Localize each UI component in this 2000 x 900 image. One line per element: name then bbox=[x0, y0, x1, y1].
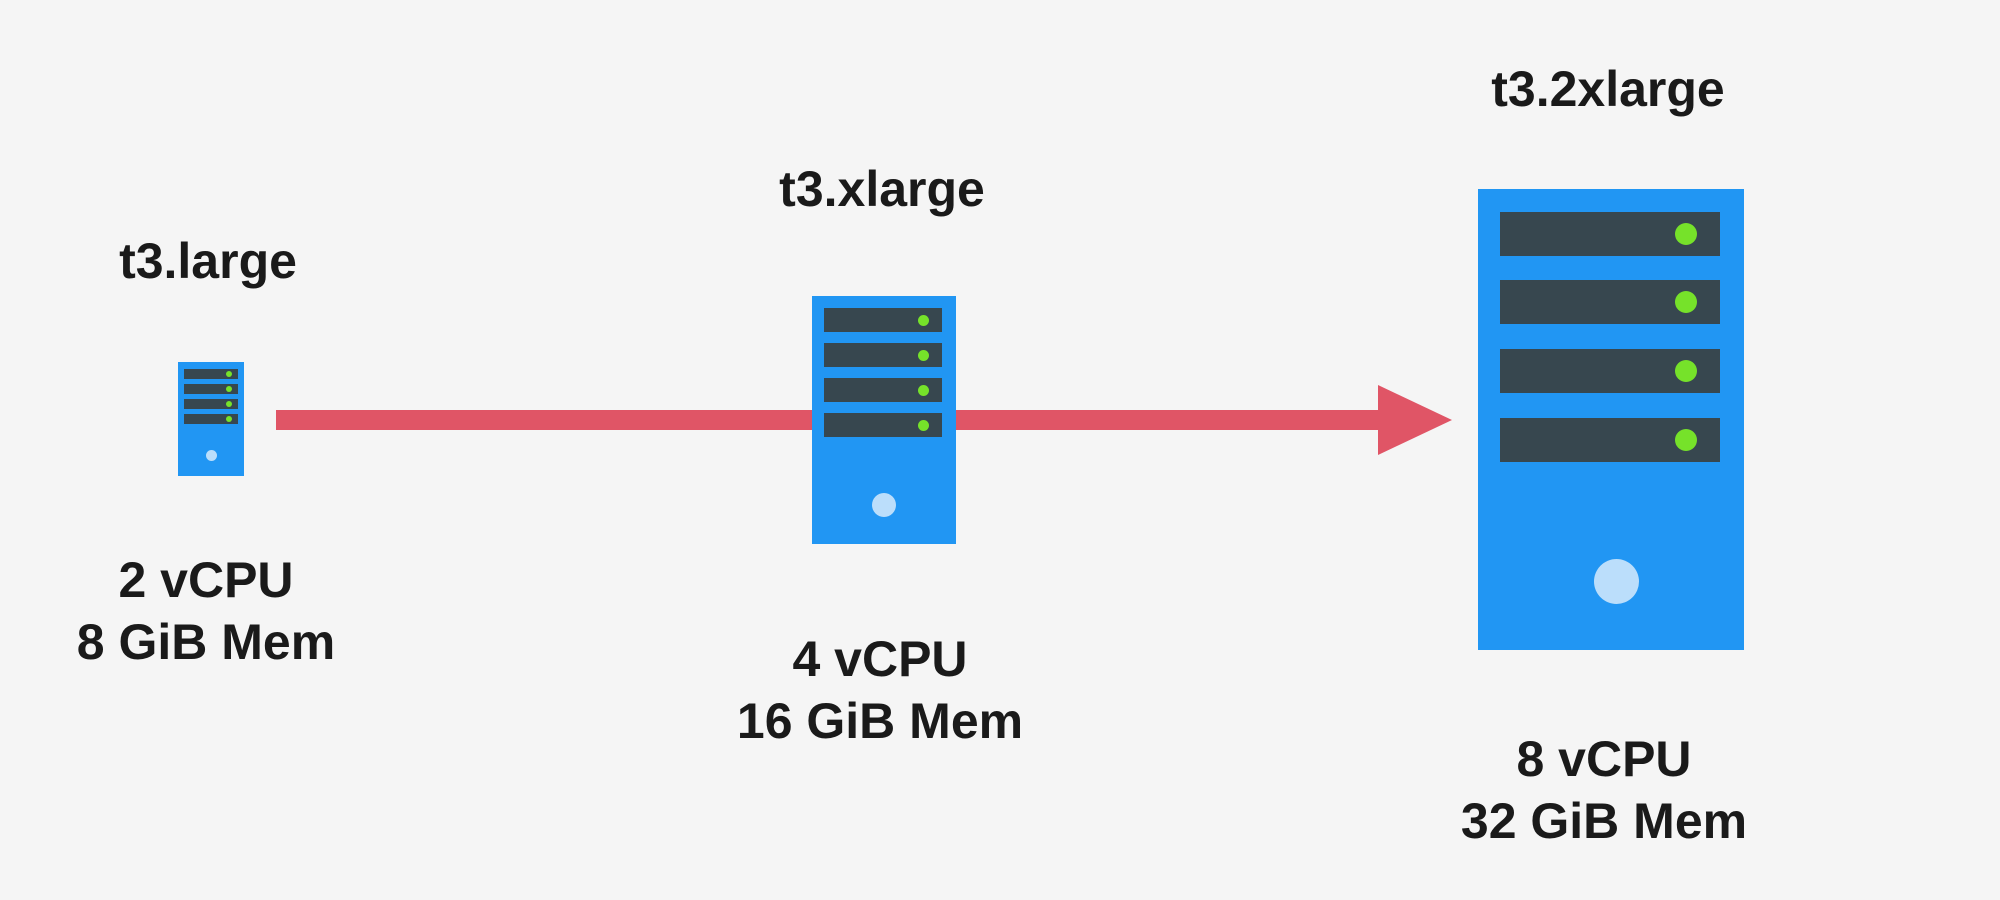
status-led bbox=[226, 386, 232, 392]
server-icon bbox=[1478, 189, 1744, 650]
vcpu-count: 2 vCPU bbox=[118, 552, 294, 608]
server-icon bbox=[812, 296, 956, 544]
status-led bbox=[226, 416, 232, 422]
server-slot bbox=[184, 369, 238, 379]
memory-size: 32 GiB Mem bbox=[1460, 793, 1748, 849]
status-led bbox=[226, 371, 232, 377]
status-led bbox=[1675, 291, 1697, 313]
power-button-icon bbox=[206, 450, 217, 461]
status-led bbox=[226, 401, 232, 407]
status-led bbox=[1675, 223, 1697, 245]
memory-size: 8 GiB Mem bbox=[76, 614, 336, 670]
arrow-head bbox=[1378, 385, 1452, 455]
server-icon bbox=[178, 362, 244, 476]
instance-name-large: t3.2xlarge bbox=[1491, 61, 1725, 117]
status-led bbox=[918, 315, 929, 326]
power-button-icon bbox=[872, 493, 896, 517]
status-led bbox=[918, 420, 929, 431]
vcpu-count: 4 vCPU bbox=[792, 631, 968, 687]
memory-size: 16 GiB Mem bbox=[736, 693, 1024, 749]
server-slot bbox=[184, 399, 238, 409]
power-button-icon bbox=[1594, 559, 1639, 604]
status-led bbox=[1675, 429, 1697, 451]
status-led bbox=[918, 350, 929, 361]
server-slot bbox=[184, 414, 238, 424]
status-led bbox=[918, 385, 929, 396]
instance-name-small: t3.large bbox=[119, 233, 297, 289]
server-slot bbox=[184, 384, 238, 394]
instance-name-medium: t3.xlarge bbox=[779, 161, 985, 217]
instance-specs-small: 2 vCPU 8 GiB Mem bbox=[77, 549, 335, 673]
instance-specs-medium: 4 vCPU 16 GiB Mem bbox=[737, 628, 1023, 752]
instance-specs-large: 8 vCPU 32 GiB Mem bbox=[1461, 728, 1747, 852]
status-led bbox=[1675, 360, 1697, 382]
vcpu-count: 8 vCPU bbox=[1516, 731, 1692, 787]
